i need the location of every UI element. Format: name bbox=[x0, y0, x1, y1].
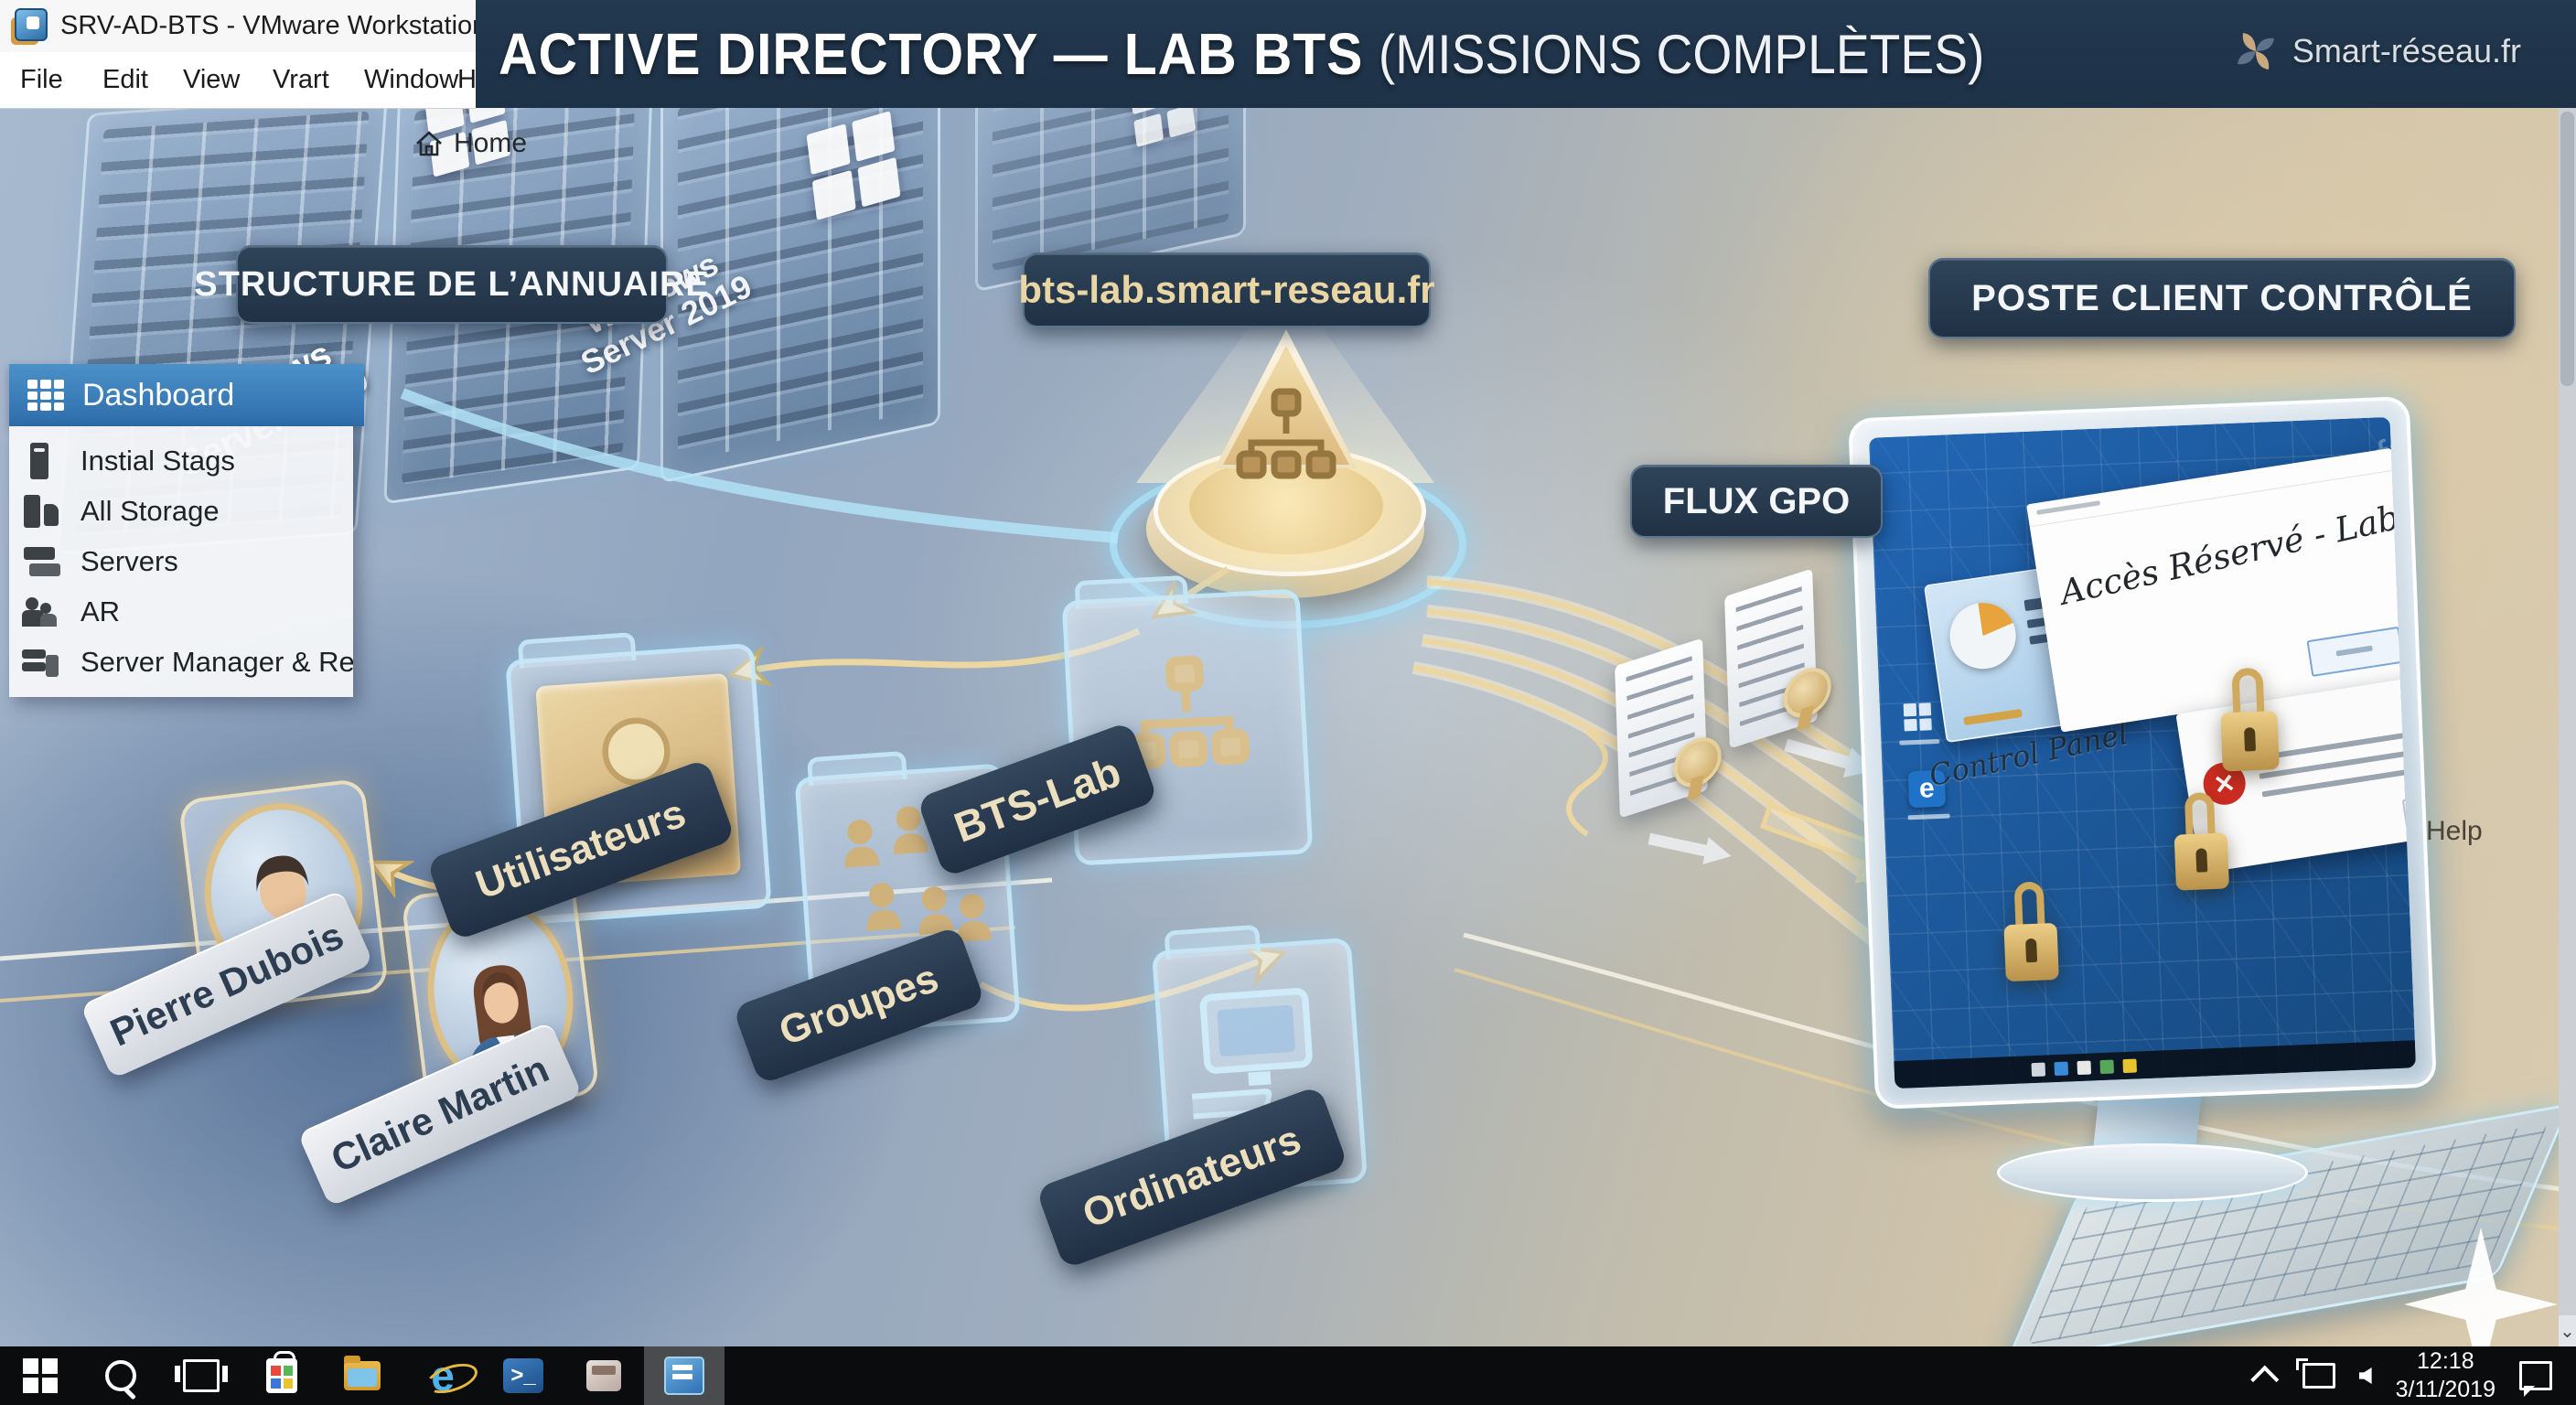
menu-window[interactable]: Window bbox=[364, 65, 459, 94]
system-tray: 12:18 3/11/2019 bbox=[2249, 1347, 2576, 1405]
server-tower-icon bbox=[22, 442, 60, 479]
network-icon[interactable] bbox=[2295, 1358, 2335, 1389]
vertical-scrollbar[interactable]: ⌄ bbox=[2559, 108, 2576, 1346]
padlock-icon bbox=[2218, 667, 2280, 772]
sidebar-panel: Instial Stags All Storage Servers AR Ser… bbox=[9, 426, 353, 697]
volume-icon[interactable] bbox=[2358, 1367, 2372, 1384]
vmware-window-chrome: SRV-AD-BTS - VMware Workstation File Edi… bbox=[0, 0, 476, 109]
menu-file[interactable]: File bbox=[20, 65, 63, 94]
pinwheel-logo-icon bbox=[2237, 33, 2274, 70]
search-icon bbox=[105, 1360, 136, 1391]
sidebar-item-ar[interactable]: AR bbox=[22, 586, 353, 637]
taskbar-clock[interactable]: 12:18 3/11/2019 bbox=[2396, 1347, 2496, 1405]
action-center-icon[interactable] bbox=[2519, 1361, 2552, 1397]
store-icon bbox=[266, 1351, 297, 1393]
brand-text: Smart-réseau.fr bbox=[2292, 32, 2521, 70]
client-section-label: POSTE CLIENT CONTRÔLÉ bbox=[1928, 258, 2516, 338]
windows-taskbar: e >_ 12:18 3/11/2019 bbox=[0, 1346, 2576, 1405]
taskbar-file-explorer[interactable] bbox=[322, 1346, 402, 1405]
desktop-icon-caption bbox=[1899, 738, 1940, 745]
menu-edit[interactable]: Edit bbox=[102, 65, 148, 94]
org-chart-icon bbox=[1236, 388, 1336, 479]
sidebar-item-label: AR bbox=[80, 595, 121, 627]
banner-title-strong: ACTIVE DIRECTORY — LAB BTS bbox=[499, 21, 1364, 87]
clock-time: 12:18 bbox=[2417, 1347, 2474, 1374]
breadcrumb-home-label: Home bbox=[454, 128, 528, 158]
padlock-icon bbox=[2173, 791, 2230, 891]
monitor-base bbox=[1997, 1143, 2308, 1202]
folder-bts-lab bbox=[1061, 588, 1314, 866]
vmware-titlebar[interactable]: SRV-AD-BTS - VMware Workstation bbox=[0, 0, 476, 53]
org-chart-icon bbox=[1127, 655, 1250, 770]
powershell-icon: >_ bbox=[503, 1358, 543, 1393]
sidebar-item-servers[interactable]: Servers bbox=[22, 536, 353, 586]
monitor-screen: Smart-réseau.fr e Control Panel Accès Ré… bbox=[1868, 416, 2417, 1089]
start-button[interactable] bbox=[0, 1346, 80, 1405]
gpo-seal-icon bbox=[1672, 731, 1723, 794]
users-icon bbox=[22, 594, 60, 630]
padlock-icon bbox=[2002, 881, 2059, 982]
menu-vrart[interactable]: Vrart bbox=[273, 65, 329, 94]
server-manager-icon bbox=[22, 644, 60, 681]
storage-icon bbox=[22, 493, 60, 530]
gpo-document-icon bbox=[1724, 568, 1832, 749]
windows-logo-icon bbox=[1903, 702, 1932, 732]
server-manager-icon bbox=[664, 1357, 704, 1395]
structure-section-label: STRUCTURE DE L’ANNUAIRE bbox=[194, 245, 709, 324]
taskbar-powershell[interactable]: >_ bbox=[483, 1346, 564, 1405]
brand-logo: Smart-réseau.fr bbox=[2232, 27, 2521, 75]
sidebar-item-label: Dashboard bbox=[82, 377, 235, 413]
file-explorer-icon bbox=[344, 1356, 381, 1390]
dialog-ok-button bbox=[2306, 626, 2405, 677]
sidebar-item-server-manager[interactable]: Server Manager & Resutı bbox=[22, 637, 353, 687]
home-icon bbox=[416, 131, 442, 156]
gpo-seal-icon bbox=[1782, 661, 1832, 724]
desktop-icon-caption bbox=[1907, 813, 1950, 820]
servers-stack-icon bbox=[22, 543, 60, 580]
sidebar-item-label: Server Manager & Resutı bbox=[80, 645, 353, 678]
scrollbar-thumb[interactable] bbox=[2560, 112, 2574, 386]
help-label[interactable]: Help bbox=[2426, 816, 2483, 846]
client-monitor: Smart-réseau.fr e Control Panel Accès Ré… bbox=[1848, 395, 2437, 1110]
clock-date: 3/11/2019 bbox=[2395, 1377, 2496, 1402]
screen-taskbar-icon bbox=[2077, 1060, 2092, 1075]
vmware-menubar: File Edit View Vrart Window Help bbox=[0, 52, 476, 108]
menu-view[interactable]: View bbox=[183, 65, 241, 94]
domain-name-label: bts-lab.smart-reseau.fr bbox=[1018, 252, 1435, 327]
windows-start-icon bbox=[23, 1358, 58, 1393]
taskbar-search[interactable] bbox=[80, 1346, 161, 1405]
ui-bar bbox=[1963, 708, 2023, 726]
sidebar-item-label: Servers bbox=[80, 544, 178, 577]
sidebar-item-all-storage[interactable]: All Storage bbox=[22, 486, 353, 536]
screen-taskbar-icon bbox=[2099, 1059, 2115, 1074]
taskbar-internet-explorer[interactable]: e bbox=[402, 1346, 483, 1405]
screen-taskbar-icon bbox=[2054, 1061, 2069, 1076]
menu-help[interactable]: Help bbox=[457, 65, 476, 94]
sidebar-item-label: Instial Stags bbox=[80, 444, 235, 477]
taskbar-app[interactable] bbox=[564, 1346, 644, 1405]
vmware-app-icon bbox=[11, 8, 48, 45]
task-view-button[interactable] bbox=[161, 1346, 242, 1405]
gpo-document-icon bbox=[1615, 638, 1723, 819]
internet-explorer-icon: e bbox=[431, 1352, 455, 1400]
banner-title-paren: (MISSIONS COMPLÈTES) bbox=[1378, 23, 1985, 85]
tray-expand-icon[interactable] bbox=[2249, 1365, 2279, 1394]
task-view-icon bbox=[175, 1359, 228, 1392]
screen-taskbar-icon bbox=[2122, 1058, 2138, 1073]
taskbar-server-manager-active[interactable] bbox=[644, 1346, 724, 1405]
vmware-window-title: SRV-AD-BTS - VMware Workstation bbox=[60, 11, 476, 40]
sidebar-item-label: All Storage bbox=[80, 494, 220, 527]
banner-title: ACTIVE DIRECTORY — LAB BTS (MISSIONS COM… bbox=[499, 13, 1984, 95]
taskbar-store[interactable] bbox=[242, 1346, 322, 1405]
dashboard-grid-icon bbox=[27, 380, 64, 411]
sidebar-item-dashboard[interactable]: Dashboard bbox=[9, 364, 364, 426]
sidebar-item-instial-stags[interactable]: Instial Stags bbox=[22, 435, 353, 486]
gpo-flux-label: FLUX GPO bbox=[1630, 465, 1883, 538]
toolbox-icon bbox=[586, 1360, 621, 1391]
screen-taskbar-icon bbox=[2031, 1062, 2046, 1077]
breadcrumb[interactable]: Home bbox=[413, 128, 527, 159]
pie-chart-icon bbox=[1945, 598, 2021, 673]
scrollbar-down-button[interactable]: ⌄ bbox=[2559, 1315, 2576, 1346]
